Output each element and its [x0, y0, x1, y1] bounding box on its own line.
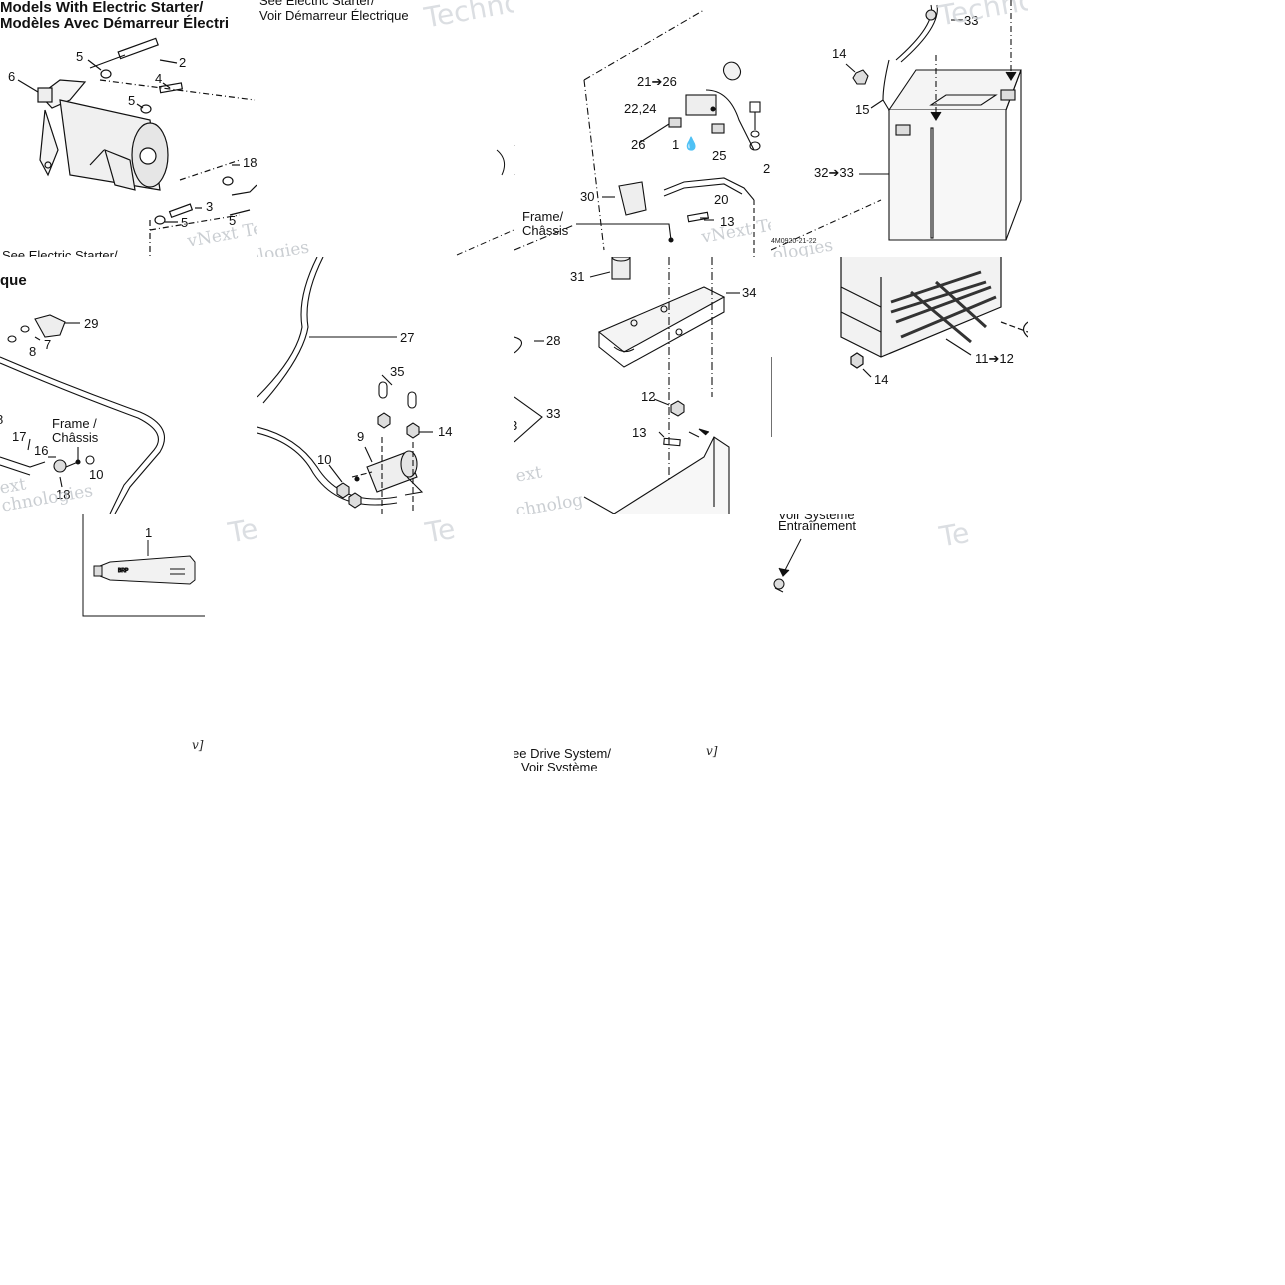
frame-label-en: Frame / [52, 416, 97, 431]
callout-20: 20 [714, 192, 729, 207]
callout-30: 30 [580, 189, 595, 204]
callout-10: 10 [317, 452, 332, 467]
callout-6: 6 [8, 69, 16, 84]
callout-9: 9 [357, 429, 365, 444]
callout-1: 1 [145, 525, 153, 540]
watermark: Te [226, 514, 257, 550]
callout-14: 14 [874, 372, 889, 387]
callout-16: 16 [34, 443, 49, 458]
callout-4: 4 [155, 71, 163, 86]
callout-2-cut: 2 [763, 161, 771, 176]
callout-33: 33 [964, 13, 979, 28]
tile-relay-cables: 💧 21➔26 22,24 26 1 25 2 30 20 Frame/ Châ… [514, 0, 771, 257]
see-drive-system-en: ee Drive System/ [514, 746, 611, 761]
callout-13: 13 [632, 425, 647, 440]
tile-solenoid: 27 35 14 9 10 [257, 257, 514, 514]
watermark-fragment: v] [706, 744, 718, 758]
tile-entrainement: Voir Système Entraînement Te [771, 514, 1028, 771]
battery-base-drawing [771, 257, 1028, 437]
heading-cut-suffix: que [0, 272, 27, 289]
drive-ref-strip [257, 514, 514, 771]
callout-18: 18 [56, 487, 71, 502]
tile-reference-text: See Electric Starter/ Voir Démarreur Éle… [257, 0, 514, 257]
watermark-fragment: v] [192, 738, 204, 752]
callout-14: 14 [832, 46, 847, 61]
callout-32-33: 32➔33 [814, 165, 854, 180]
see-electric-starter-fr: Voir Démarreur Électrique [259, 8, 409, 23]
reference-strip-drawing [456, 149, 514, 256]
watermark: Te [423, 514, 458, 550]
watermark: Te [937, 515, 972, 554]
tile-starter-motor: Models With Electric Starter/ Modèles Av… [0, 0, 257, 257]
battery-tray-drawing [514, 257, 740, 514]
tile-battery-base: 11➔12 14 S [771, 257, 1028, 514]
grease-tube-drawing: BRP [82, 514, 205, 617]
see-electric-starter-en: See Electric Starter/ [259, 0, 375, 8]
callout-33: 33 [546, 406, 561, 421]
callout-1: 1 [672, 137, 680, 152]
callout-31: 31 [570, 269, 585, 284]
callout-5: 5 [76, 49, 84, 64]
heading-title-fr: Modèles Avec Démarreur Électri [0, 15, 229, 32]
solenoid-drawing [257, 257, 433, 514]
frame-label-fr: Châssis [52, 430, 99, 445]
see-drive-system-fr: Voir Système [521, 760, 598, 772]
battery-drawing [771, 0, 1022, 251]
callout-3: 3 [206, 199, 214, 214]
callout-18: 18 [243, 155, 257, 170]
callout-2: 2 [179, 55, 187, 70]
callout-7: 7 [44, 337, 52, 352]
relay-cables-drawing: 💧 [514, 9, 761, 257]
frame-label-fr: Châssis [522, 223, 569, 238]
callout-28: 28 [546, 333, 561, 348]
callout-13: 13 [720, 214, 735, 229]
callout-19: 19 [479, 514, 493, 517]
frame-label-en: Frame/ [522, 209, 564, 224]
entrainement-label: Entraînement [778, 518, 857, 533]
drawing-code: 4M0920-21-22 [771, 238, 817, 245]
tile-grease-tube: BRP 1 Te v] [0, 514, 257, 771]
heading-title-en: Models With Electric Starter/ [0, 0, 204, 16]
callout-12: 12 [641, 389, 656, 404]
callout-11-12: 11➔12 [975, 351, 1014, 366]
callout-5: 5 [128, 93, 136, 108]
callout-35: 35 [390, 364, 405, 379]
callout-29: 29 [84, 316, 99, 331]
callout-5: 5 [181, 215, 189, 230]
callout-25: 25 [712, 148, 727, 163]
callout-21-26: 21➔26 [637, 74, 677, 89]
tile-battery-cable: que 29 7 8 8 Frame / Châssis 17 16 10 18… [0, 257, 257, 514]
battery-cable-drawing [0, 314, 165, 514]
see-electric-starter-ref: See Electric Starter/ [2, 248, 118, 258]
callout-10: 10 [89, 467, 104, 482]
callout-34: 34 [742, 285, 757, 300]
callout-26: 26 [631, 137, 646, 152]
svg-text:💧: 💧 [683, 136, 699, 152]
tile-battery-tray: 31 34 28 33 3 12 13 ext chnolog [514, 257, 771, 514]
callout-8: 8 [29, 344, 37, 359]
voir-systeme-cut: Voir Système [778, 514, 855, 522]
callout-17: 17 [12, 429, 27, 444]
svg-text:BRP: BRP [118, 568, 129, 574]
callout-5-cut: 5 [229, 213, 237, 228]
callout-14: 14 [438, 424, 453, 439]
tile-drive-system: v] ee Drive System/ Voir Système [514, 514, 771, 771]
starter-motor-drawing [17, 37, 257, 257]
tile-drive-refs: 19 Te [257, 514, 514, 771]
callout-22-24: 22,24 [624, 101, 657, 116]
entrainement-drawing [773, 538, 802, 593]
callout-33-cut: 3 [514, 419, 517, 433]
tile-battery: 14 33 15 32➔33 4M0920-21-22 Techno ologi… [771, 0, 1028, 257]
callout-15: 15 [855, 102, 870, 117]
callout-8-cut: 8 [0, 413, 3, 427]
callout-27: 27 [400, 330, 415, 345]
